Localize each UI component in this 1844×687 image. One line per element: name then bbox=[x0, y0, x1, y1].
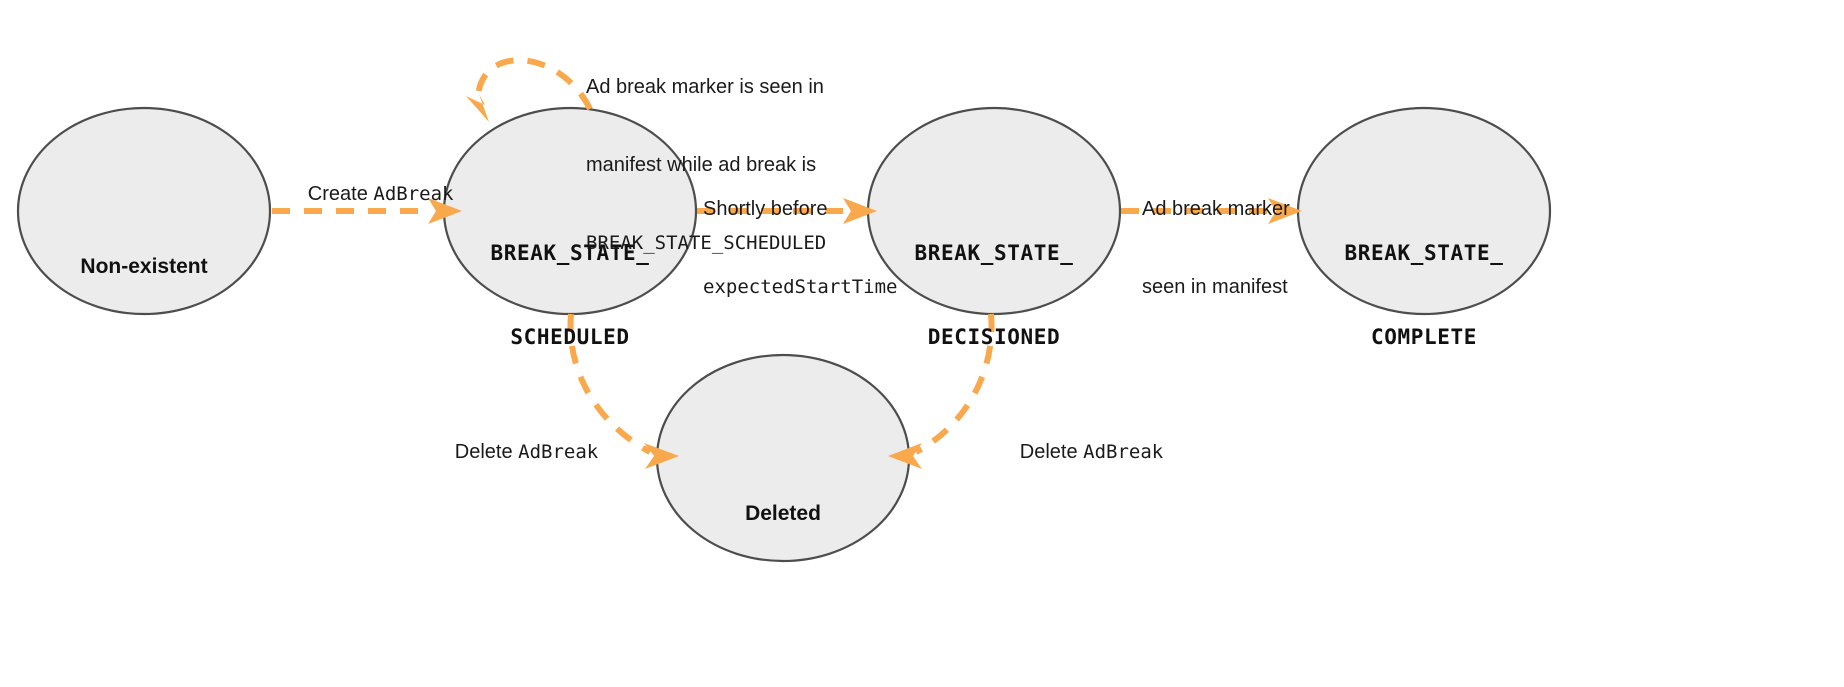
edge-label-text: Delete bbox=[454, 441, 519, 463]
edge-label-text: Create bbox=[307, 183, 374, 205]
node-break-state-decisioned[interactable] bbox=[866, 106, 1122, 316]
edge-label-code: BREAK_STATE_SCHEDULED bbox=[586, 232, 827, 254]
arrowhead-delete-adbreak-left bbox=[644, 443, 679, 469]
edge-label-text: seen in manifest bbox=[1142, 276, 1288, 298]
node-deleted[interactable] bbox=[655, 353, 911, 563]
edge-label-text: Shortly before bbox=[703, 198, 828, 220]
arrowhead-delete-adbreak-right bbox=[888, 443, 922, 469]
edge-label-code: AdBreak bbox=[373, 183, 454, 205]
edge-label-delete-adbreak-right: Delete AdBreak bbox=[1002, 413, 1163, 493]
edge-label-delete-adbreak-left: Delete AdBreak bbox=[437, 413, 598, 493]
edge-self-loop-scheduled[interactable] bbox=[475, 57, 593, 111]
edge-label-text: Ad break marker is seen in bbox=[586, 76, 824, 98]
arrowhead-self-loop-scheduled bbox=[466, 94, 489, 122]
arrowhead-ad-break-marker-seen bbox=[1268, 198, 1302, 224]
arrowhead-create-adbreak bbox=[428, 198, 462, 224]
node-non-existent[interactable] bbox=[16, 106, 272, 316]
node-break-state-complete[interactable] bbox=[1296, 106, 1552, 316]
edge-label-ad-break-marker-seen: Ad break marker seen in manifest bbox=[1142, 144, 1290, 352]
edge-label-create-adbreak: Create AdBreak bbox=[290, 155, 454, 235]
edge-label-text: manifest while ad break is bbox=[586, 154, 817, 176]
edge-label-text: Ad break marker bbox=[1142, 198, 1290, 220]
edge-label-code: AdBreak bbox=[518, 441, 599, 463]
edge-label-shortly-before: Shortly before expectedStartTime bbox=[703, 144, 897, 352]
edge-label-code: expectedStartTime bbox=[703, 276, 898, 298]
edge-delete-adbreak-right[interactable] bbox=[914, 313, 995, 455]
arrowhead-shortly-before bbox=[843, 198, 877, 224]
edge-label-self-loop-scheduled: Ad break marker is seen in manifest whil… bbox=[586, 22, 826, 308]
edge-label-code: AdBreak bbox=[1083, 441, 1164, 463]
edge-label-text: Delete bbox=[1019, 441, 1084, 463]
